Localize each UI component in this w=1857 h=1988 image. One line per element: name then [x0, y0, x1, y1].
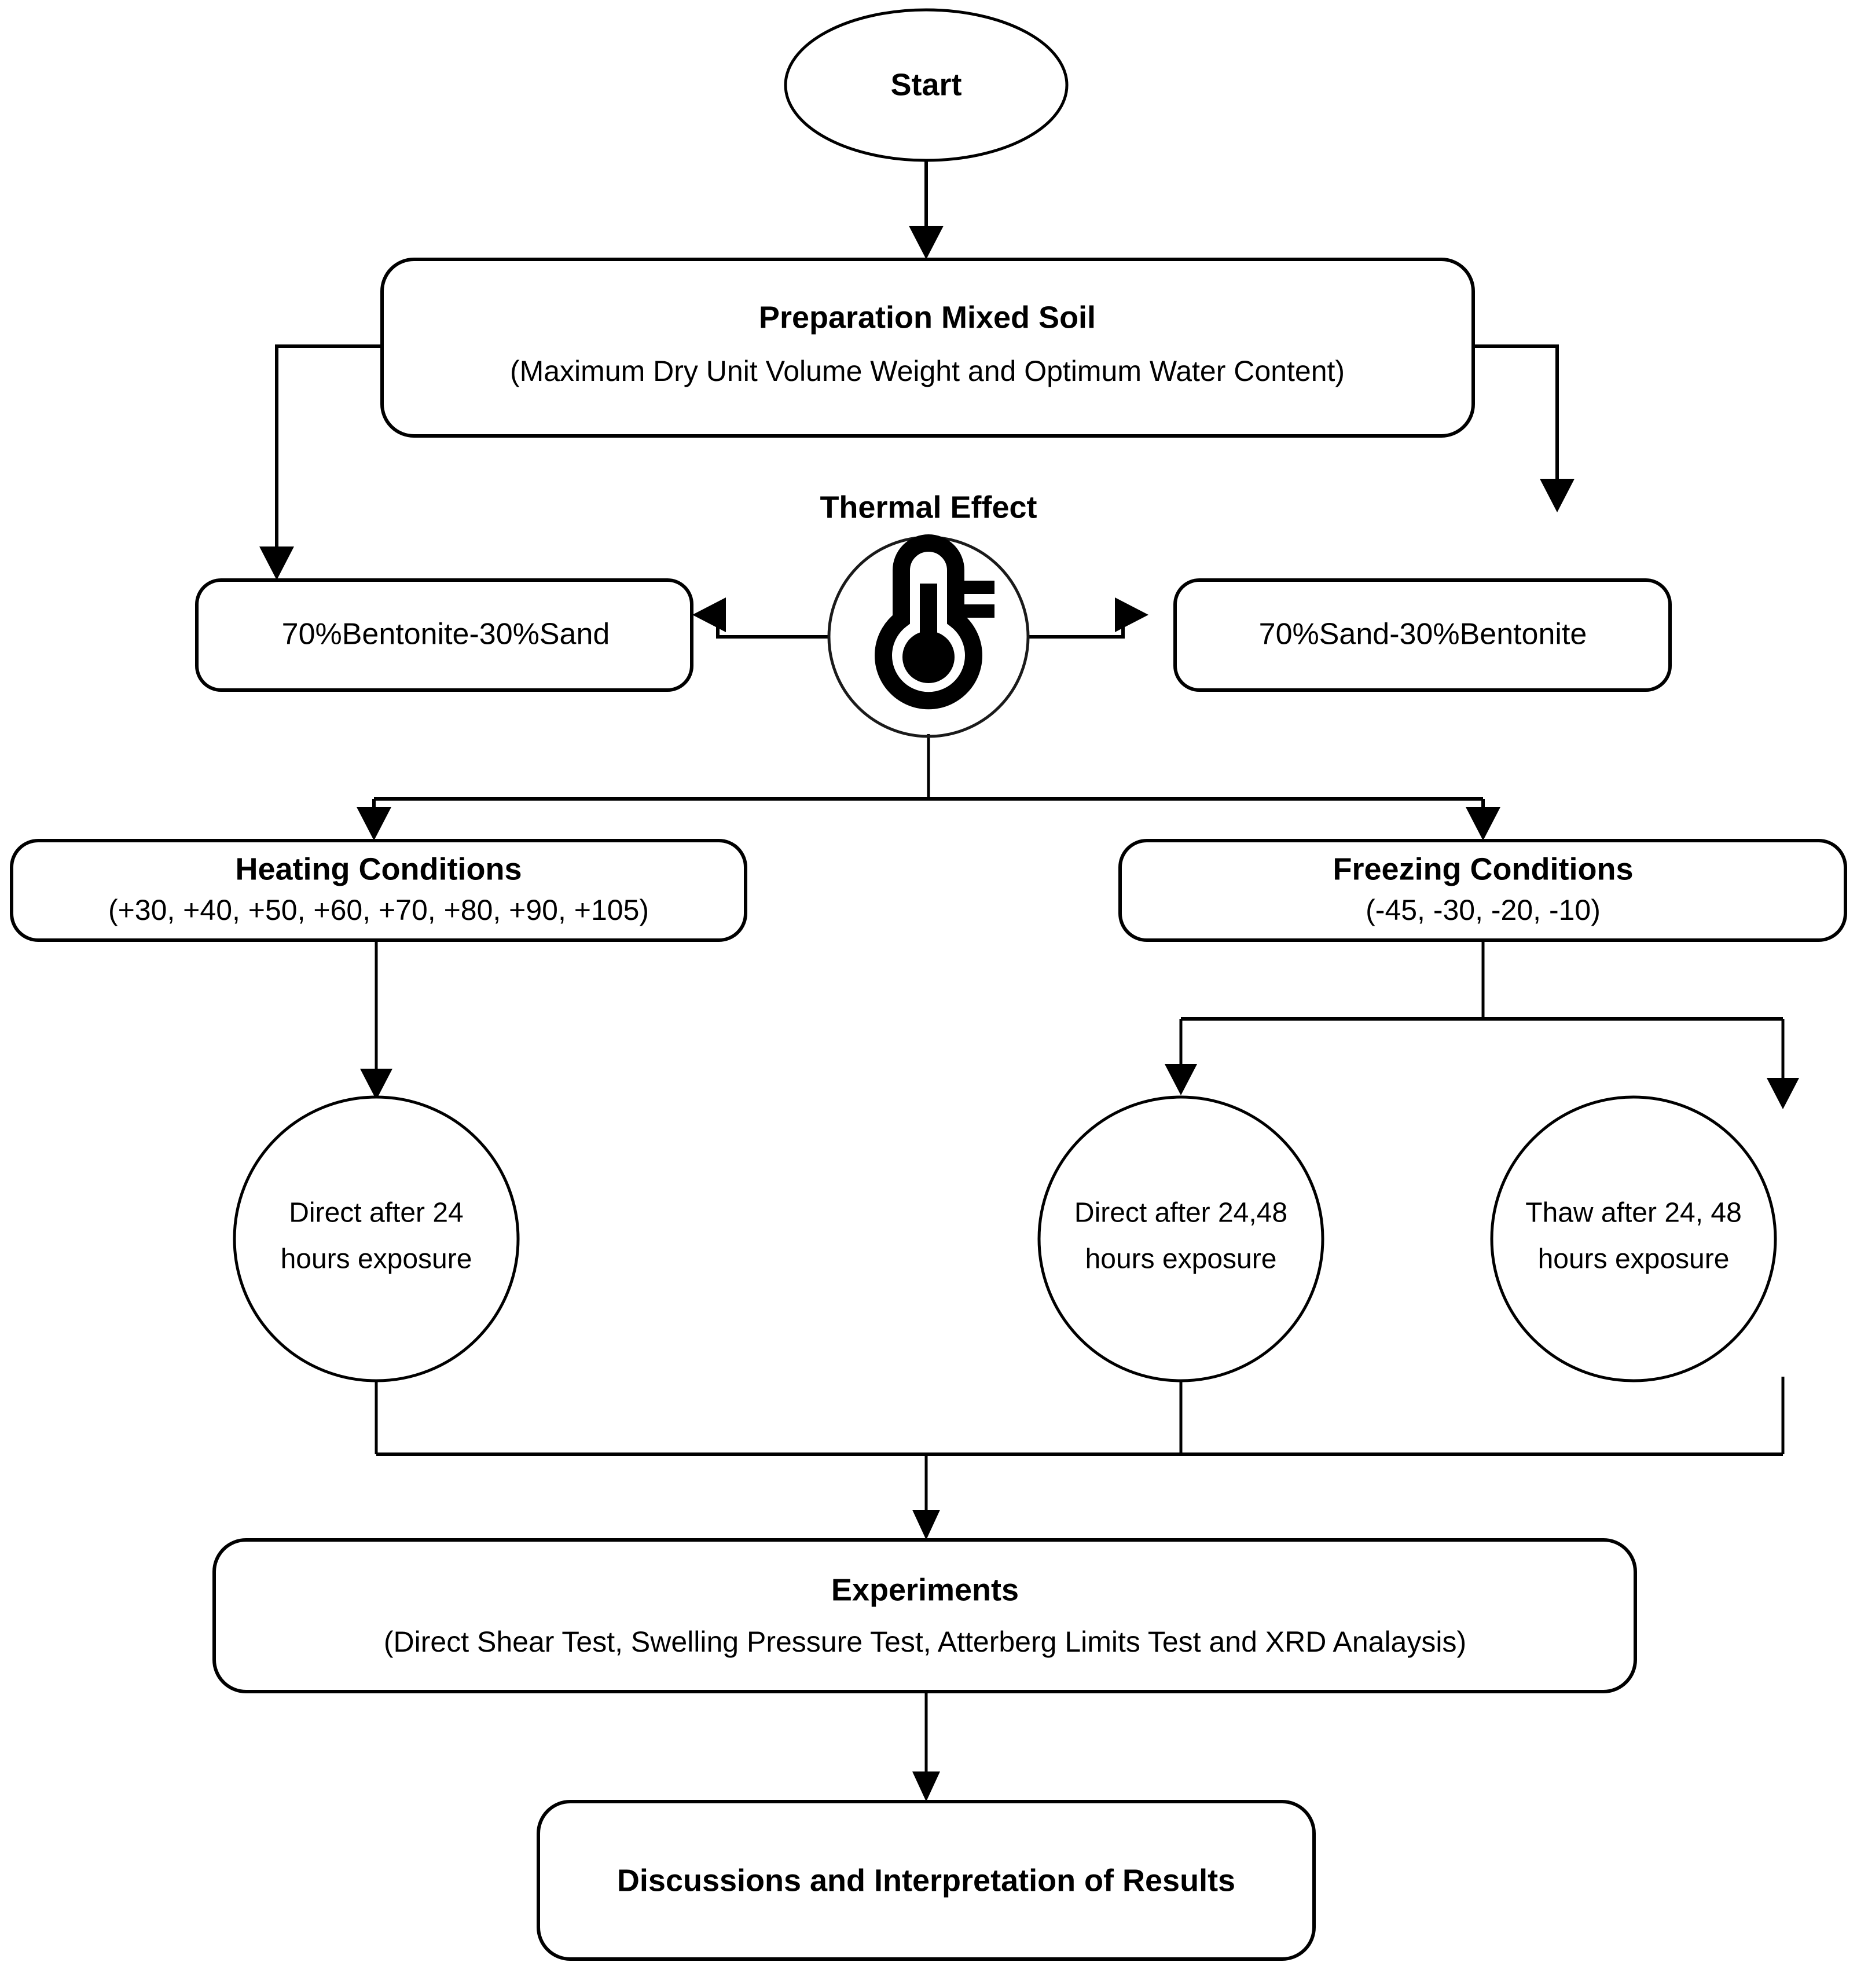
arrowhead-thermal-freezing: [1466, 807, 1500, 841]
arrowhead-thermal-mix-right: [1115, 597, 1148, 632]
edge-thermal-to-mix-right: [1029, 615, 1125, 639]
arrowhead-experiments-conclusion: [912, 1771, 940, 1802]
heating-title: Heating Conditions: [236, 852, 522, 886]
preparation-title: Preparation Mixed Soil: [759, 300, 1096, 335]
mix-left-box: [195, 578, 693, 692]
experiments-box: [212, 1538, 1637, 1693]
freezing-subtitle: (-45, -30, -20, -10): [1366, 894, 1601, 926]
edge-preparation-to-mix-left: [275, 344, 382, 556]
thermometer-icon: [875, 534, 994, 710]
freezing-title: Freezing Conditions: [1333, 852, 1634, 886]
start-ellipse: [784, 8, 1069, 162]
node-mix-left[interactable]: 70%Bentonite-30%Sand: [195, 578, 693, 692]
connectors-layer: [259, 153, 1799, 1802]
arrowhead-thermal-mix-left: [692, 597, 726, 632]
circle-heat-shape: [233, 1095, 520, 1382]
circle-freeze-thaw-shape: [1490, 1095, 1777, 1382]
arrowhead-thermal-heating: [357, 807, 391, 841]
arrowhead-heating-circle: [360, 1069, 392, 1100]
mix-right-label: 70%Sand-30%Bentonite: [1259, 618, 1587, 651]
mix-left-label: 70%Bentonite-30%Sand: [282, 618, 610, 651]
thermal-effect-label: Thermal Effect: [820, 490, 1037, 524]
freezing-box: [1118, 839, 1847, 942]
arrowhead-freezing-circle-direct: [1165, 1064, 1197, 1095]
node-circle-freeze-direct[interactable]: Direct after 24,48 hours exposure: [1037, 1095, 1324, 1382]
node-freezing-conditions[interactable]: Freezing Conditions (-45, -30, -20, -10): [1118, 839, 1847, 942]
node-circle-freeze-thaw[interactable]: Thaw after 24, 48 hours exposure: [1490, 1095, 1777, 1382]
node-thermal-effect[interactable]: Thermal Effect: [820, 490, 1037, 738]
arrowhead-merge-experiments: [912, 1510, 940, 1540]
experiments-subtitle: (Direct Shear Test, Swelling Pressure Te…: [384, 1626, 1466, 1658]
node-circle-heat[interactable]: Direct after 24 hours exposure: [233, 1095, 520, 1382]
edge-preparation-to-mix-right: [1473, 344, 1559, 488]
circle-freeze-thaw-line2: hours exposure: [1538, 1244, 1730, 1275]
preparation-box: [380, 258, 1475, 438]
node-conclusion[interactable]: Discussions and Interpretation of Result…: [537, 1800, 1316, 1961]
node-start[interactable]: Start: [784, 8, 1069, 162]
node-mix-right[interactable]: 70%Sand-30%Bentonite: [1173, 578, 1672, 692]
experiments-title: Experiments: [831, 1572, 1019, 1607]
circle-freeze-direct-line2: hours exposure: [1085, 1244, 1277, 1275]
edge-thermal-to-mix-left: [716, 615, 829, 639]
arrowhead-preparation-mix-left: [259, 546, 294, 580]
conclusion-label: Discussions and Interpretation of Result…: [617, 1863, 1235, 1898]
node-heating-conditions[interactable]: Heating Conditions (+30, +40, +50, +60, …: [10, 839, 747, 942]
circle-freeze-direct-line1: Direct after 24,48: [1074, 1198, 1287, 1228]
arrowhead-freezing-circle-thaw: [1767, 1078, 1799, 1109]
node-experiments[interactable]: Experiments (Direct Shear Test, Swelling…: [212, 1538, 1637, 1693]
arrowhead-start-preparation: [909, 226, 944, 259]
conclusion-box: [537, 1800, 1316, 1961]
node-preparation[interactable]: Preparation Mixed Soil (Maximum Dry Unit…: [380, 258, 1475, 438]
start-label: Start: [890, 67, 961, 102]
circle-heat-line1: Direct after 24: [289, 1198, 463, 1228]
heating-subtitle: (+30, +40, +50, +60, +70, +80, +90, +105…: [108, 894, 649, 926]
heating-box: [10, 839, 747, 942]
circle-freeze-direct-shape: [1037, 1095, 1324, 1382]
preparation-subtitle: (Maximum Dry Unit Volume Weight and Opti…: [510, 355, 1345, 387]
arrowhead-preparation-mix-right: [1540, 479, 1575, 512]
circle-freeze-thaw-line1: Thaw after 24, 48: [1525, 1198, 1742, 1228]
circle-heat-line2: hours exposure: [281, 1244, 472, 1275]
mix-right-box: [1173, 578, 1672, 692]
